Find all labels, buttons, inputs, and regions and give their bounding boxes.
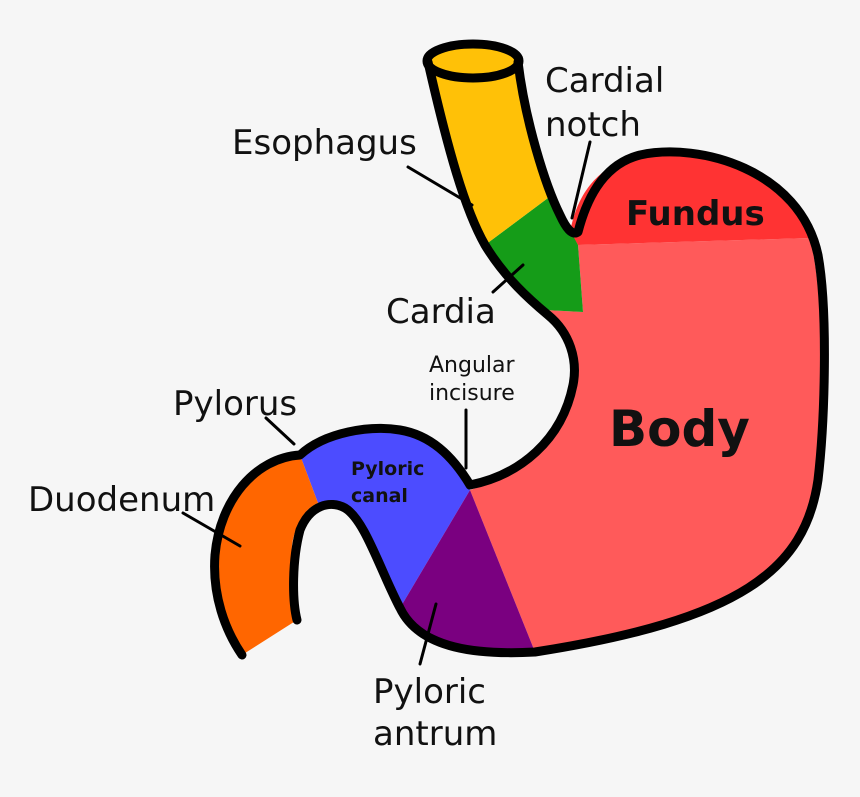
label-body: Body (609, 400, 750, 458)
cardia-leader (491, 263, 525, 294)
region-pyloric-canal (300, 428, 470, 608)
label-pyloric-antrum-line1: Pyloric (373, 672, 486, 712)
stomach-outline-right (289, 57, 829, 658)
label-angular-incisure-line1: Angular (429, 353, 515, 378)
cardial-notch-leader (570, 140, 592, 220)
label-cardial-notch: Cardial notch (545, 61, 675, 145)
esophagus-opening (427, 44, 519, 78)
pylorus-leader (264, 416, 296, 446)
duodenum-leader (181, 511, 242, 548)
label-fundus: Fundus (626, 194, 765, 234)
label-esophagus: Esophagus (232, 123, 417, 163)
stomach-outline-left (210, 57, 579, 660)
label-duodenum: Duodenum (28, 480, 215, 520)
label-cardial-notch-line2: notch (545, 105, 641, 145)
label-angular-incisure: Angular incisure (429, 353, 522, 406)
label-pyloric-canal-line1: Pyloric (351, 458, 424, 480)
label-angular-incisure-line2: incisure (429, 381, 515, 406)
label-cardial-notch-line1: Cardial (545, 61, 664, 101)
label-pyloric-canal-line2: canal (351, 485, 408, 507)
region-body (470, 238, 823, 652)
label-cardia: Cardia (386, 292, 496, 332)
label-pylorus: Pylorus (173, 384, 297, 424)
esophagus-leader (406, 165, 474, 207)
label-pyloric-antrum: Pyloric antrum (373, 672, 497, 754)
region-cardia (485, 198, 583, 312)
label-pyloric-canal: Pyloric canal (351, 458, 431, 507)
pyloric-antrum-leader (418, 602, 438, 666)
region-esophagus (428, 62, 548, 245)
label-pyloric-antrum-line2: antrum (373, 714, 497, 754)
